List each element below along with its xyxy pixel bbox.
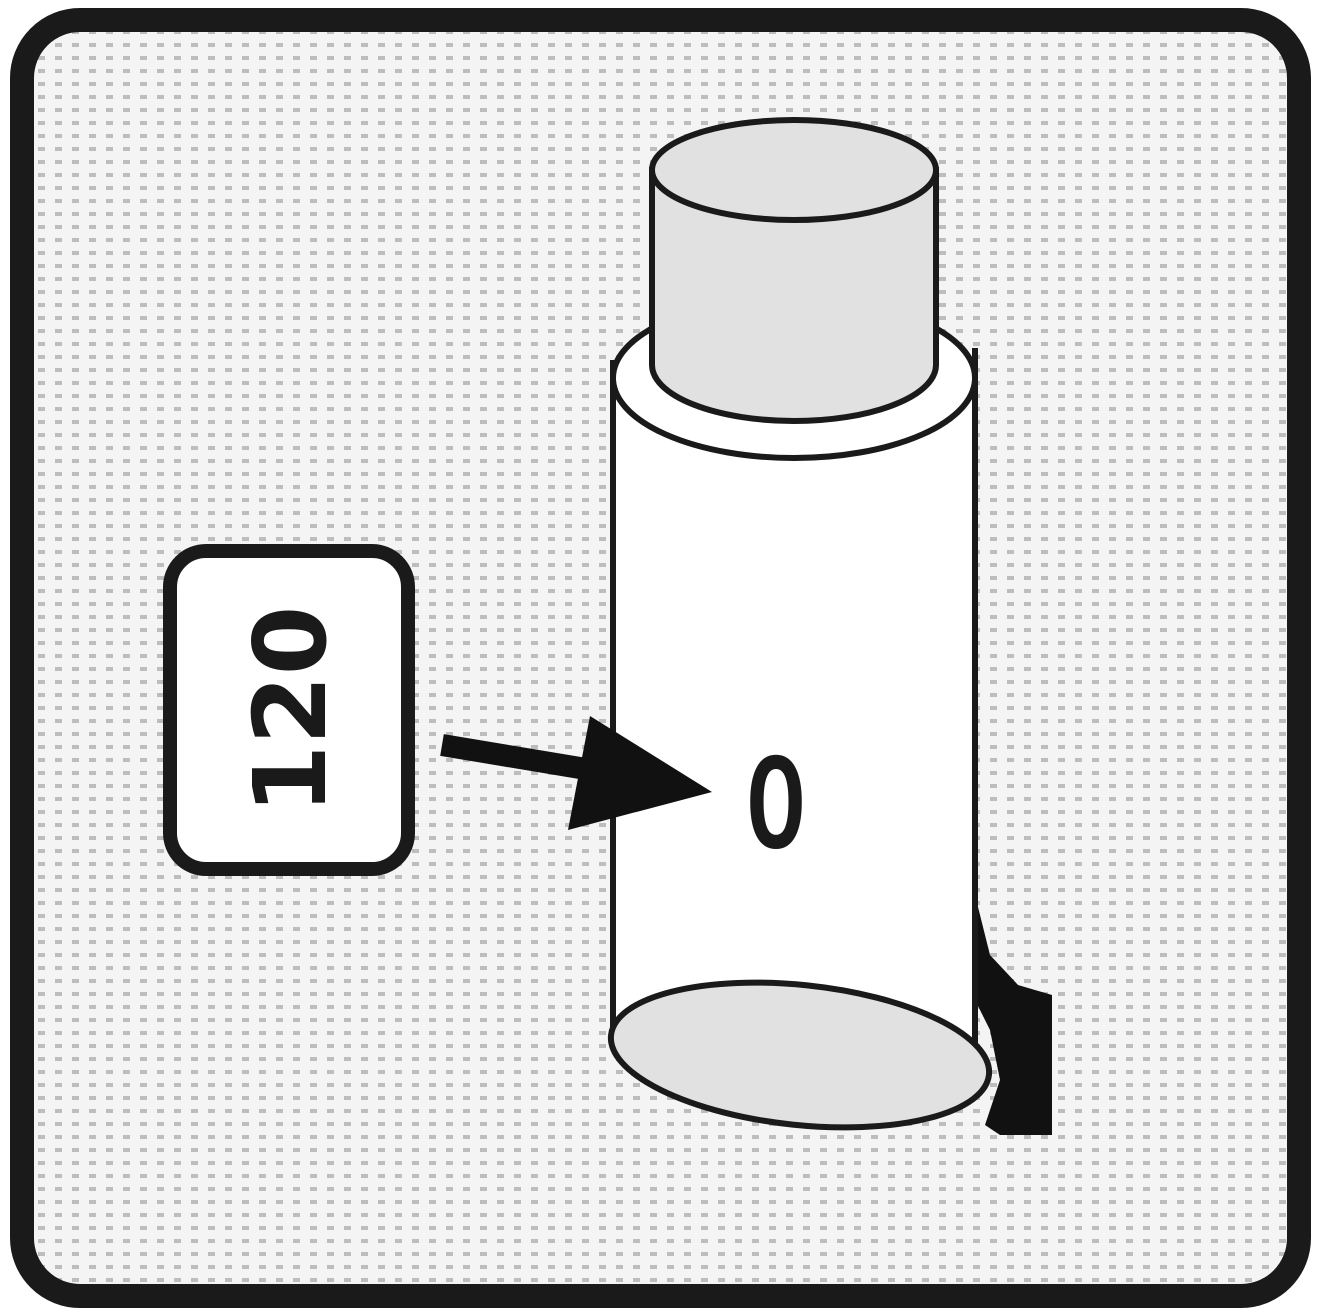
inhaler-body — [613, 350, 975, 1045]
canister — [649, 167, 939, 424]
counter-label-box — [163, 544, 415, 876]
inhaler-icon — [607, 117, 1052, 1135]
inhaler-shadow — [975, 895, 1052, 1135]
dose-window-reading: 0 — [746, 737, 806, 874]
arrow-right-icon — [440, 716, 712, 830]
counter-label: 120 — [232, 606, 349, 815]
canister-top — [649, 117, 939, 223]
frame-border — [10, 8, 1311, 1308]
inhaler-bottom — [607, 979, 993, 1131]
